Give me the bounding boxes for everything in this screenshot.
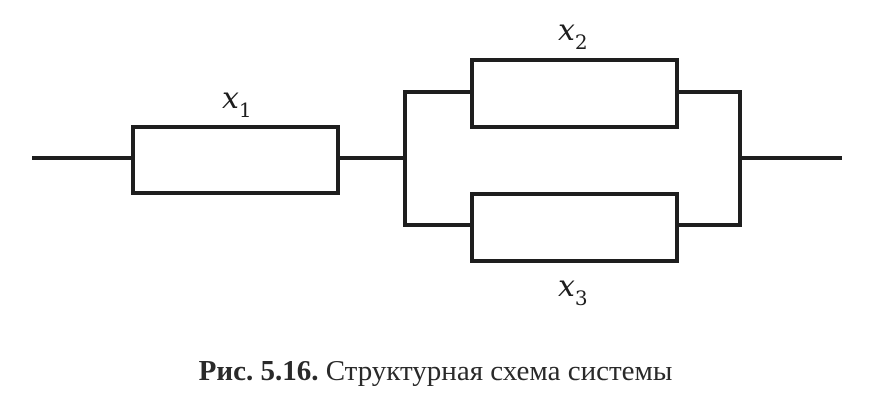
block-x2 [470, 58, 679, 129]
label-x2: x2 [558, 13, 588, 54]
figure-caption: Рис. 5.16. Структурная схема системы [0, 355, 871, 388]
label-x3: x3 [558, 269, 588, 310]
label-x1: x1 [222, 81, 252, 122]
figure-title: Структурная схема системы [325, 355, 673, 387]
block-diagram: x1 x2 x3 [32, 13, 842, 310]
block-x3 [470, 192, 679, 263]
figure-number: Рис. 5.16. [198, 355, 319, 387]
block-x1 [131, 125, 340, 195]
